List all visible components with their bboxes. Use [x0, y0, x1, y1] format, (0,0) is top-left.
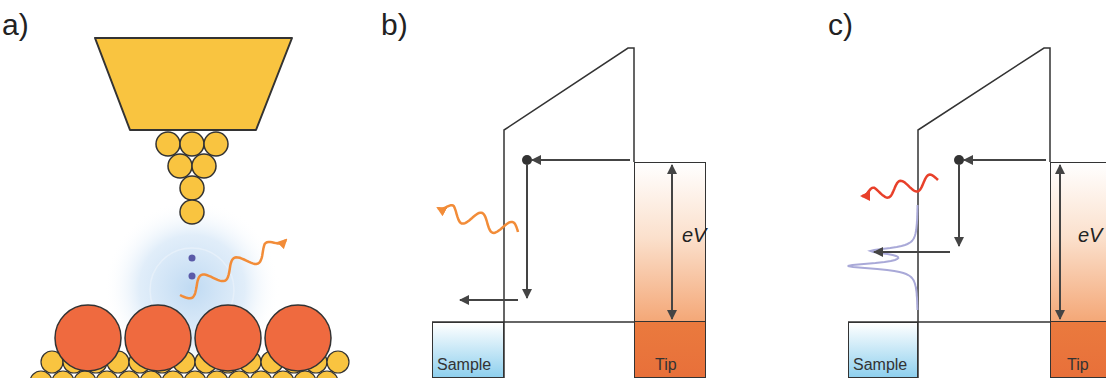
atom [168, 154, 192, 178]
atom [125, 305, 191, 371]
atom [180, 200, 204, 224]
atom [265, 305, 331, 371]
atom [180, 176, 204, 200]
electrode-label: Tip [1067, 356, 1089, 374]
electrode-label: Tip [655, 356, 677, 374]
atom [52, 371, 74, 378]
atom [162, 371, 184, 378]
photon-wave [180, 240, 286, 298]
atom [272, 371, 294, 378]
atom [294, 371, 316, 378]
transition-arrow [526, 165, 528, 298]
atom [30, 371, 52, 378]
tunnel-arrow [874, 251, 950, 253]
bias-arrow [1059, 165, 1061, 319]
resonance-levels [848, 205, 918, 310]
electron [522, 155, 532, 165]
panel-label: c) [828, 8, 853, 42]
electrode-label: Sample [853, 356, 907, 374]
molecule-dot [189, 255, 196, 262]
tunnel-barrier [504, 48, 634, 378]
atom [195, 305, 261, 371]
atom [316, 371, 338, 378]
atom [228, 371, 250, 378]
atom [55, 305, 121, 371]
atom [192, 154, 216, 178]
tip-electrode: Tip [634, 162, 706, 378]
molecule-dot [189, 273, 196, 280]
atom [327, 351, 349, 373]
atom [180, 132, 204, 156]
bias-label: eV [682, 224, 706, 247]
atom [96, 371, 118, 378]
tunnel-barrier [918, 48, 1050, 378]
bias-label: eV [1078, 224, 1102, 247]
sample-electrode: Sample [848, 322, 918, 378]
panel-label: b) [381, 8, 408, 42]
field-glow [104, 200, 280, 376]
atom [74, 371, 96, 378]
tip-atoms [156, 132, 228, 224]
atom [206, 371, 228, 378]
tip-electrode: Tip [1050, 162, 1106, 378]
atom [156, 132, 180, 156]
atom [250, 371, 272, 378]
electron [954, 155, 964, 165]
adsorbate-layer [55, 305, 331, 371]
transition-arrow [958, 165, 960, 246]
tunnel-arrow [460, 299, 518, 301]
atom [204, 132, 228, 156]
stm-tip [95, 38, 292, 130]
tunnel-arrow [964, 159, 1046, 161]
electrode-label: Sample [437, 356, 491, 374]
atom [118, 371, 140, 378]
atom [140, 371, 162, 378]
tunnel-arrow [532, 159, 630, 161]
sample-electrode: Sample [432, 322, 504, 378]
photon-wave [438, 205, 518, 233]
atom [184, 371, 206, 378]
photon-wave [862, 175, 938, 198]
panel-label: a) [2, 8, 29, 42]
bias-arrow [671, 165, 673, 319]
